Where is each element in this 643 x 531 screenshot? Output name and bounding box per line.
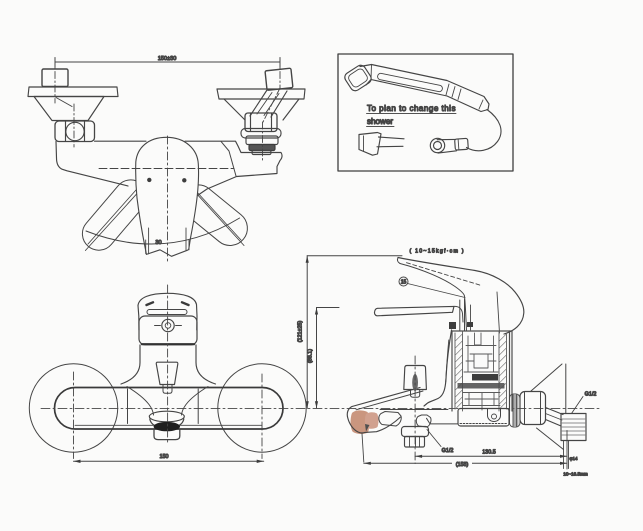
- svg-text:φ14: φ14: [570, 456, 579, 461]
- svg-text:10~16.5mm: 10~16.5mm: [563, 472, 588, 477]
- svg-text:30: 30: [155, 240, 161, 246]
- svg-text:150: 150: [160, 454, 169, 460]
- svg-text:G1/2: G1/2: [442, 448, 454, 454]
- svg-text:shower: shower: [367, 117, 393, 126]
- svg-text:130.5: 130.5: [482, 450, 496, 456]
- svg-text:15: 15: [401, 280, 407, 286]
- svg-text:G1/2: G1/2: [585, 392, 597, 398]
- svg-text:(121±25): (121±25): [298, 321, 304, 343]
- svg-text:To plan to change this: To plan to change this: [367, 104, 456, 113]
- svg-text:(158): (158): [456, 462, 469, 468]
- svg-text:( 10~15kgf·cm ): ( 10~15kgf·cm ): [410, 249, 464, 255]
- svg-text:150±30: 150±30: [158, 56, 177, 62]
- svg-text:(86.1): (86.1): [308, 349, 314, 363]
